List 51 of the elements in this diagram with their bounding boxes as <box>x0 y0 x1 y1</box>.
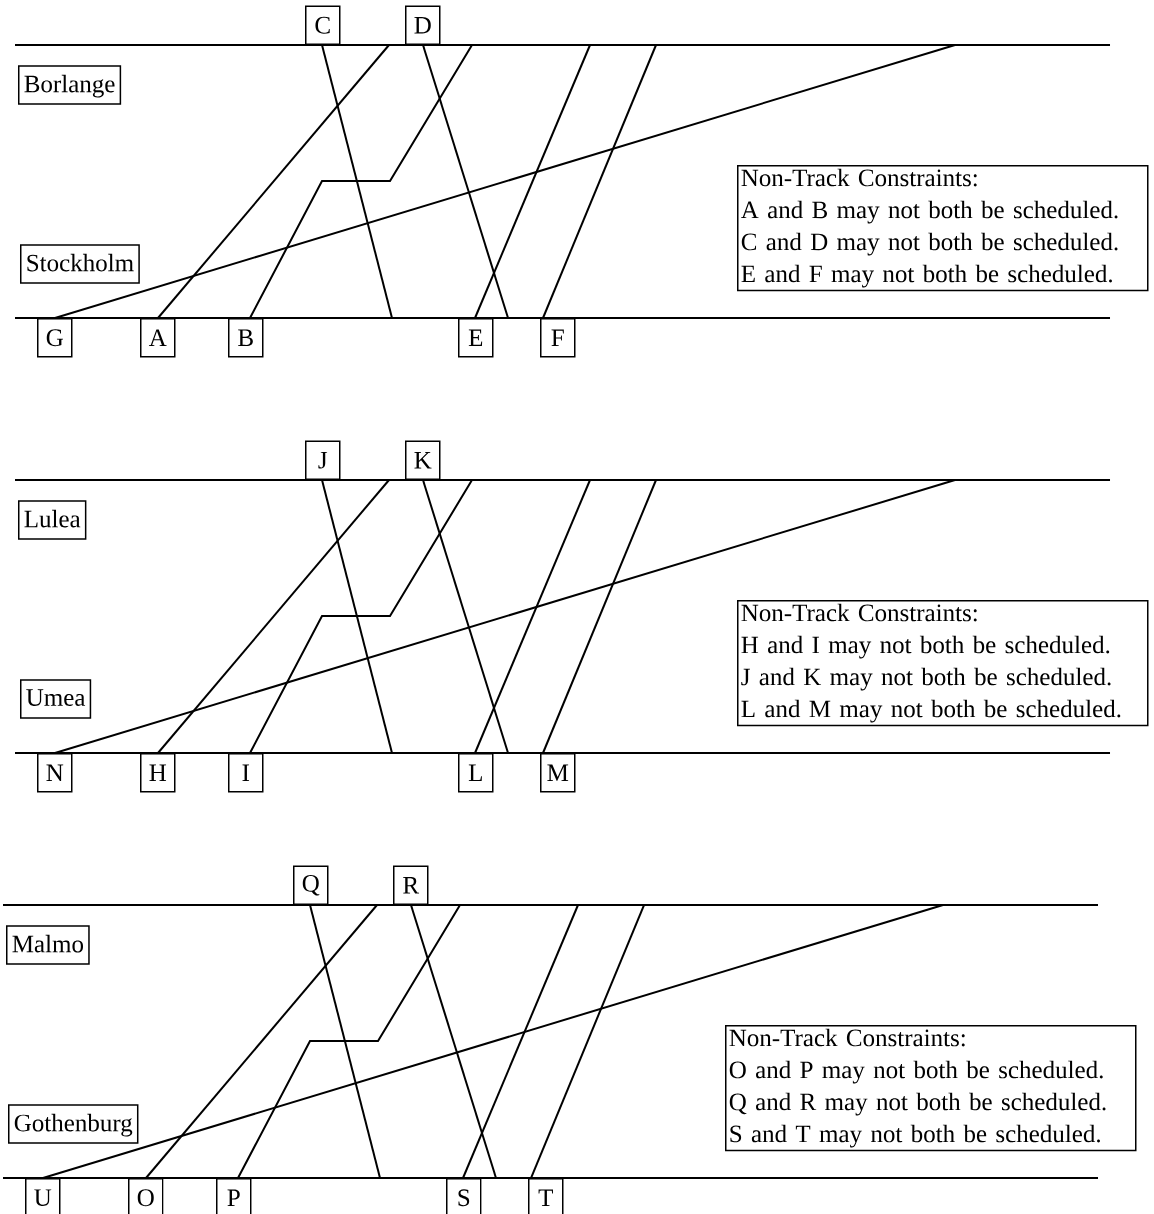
letter-box: P <box>216 1178 252 1214</box>
station-label: Stockholm <box>20 244 140 284</box>
letter-box: D <box>405 5 441 45</box>
letter-box: U <box>25 1178 61 1214</box>
train-line <box>474 44 591 319</box>
letter-box: S <box>446 1178 482 1214</box>
station-label: Umea <box>20 679 92 719</box>
constraints-box: Non-Track Constraints: H and I may not both be scheduled. J and K may not both be scheduled. L and M may not both be scheduled. <box>737 600 1149 727</box>
letter-box: A <box>140 318 176 358</box>
letter-box: F <box>540 318 576 358</box>
letter-box: I <box>228 753 264 793</box>
letter-box: H <box>140 753 176 793</box>
station-label: Malmo <box>6 925 90 965</box>
train-line <box>157 479 390 754</box>
train-line <box>309 904 381 1179</box>
train-line <box>249 44 473 319</box>
train-line <box>422 479 509 754</box>
letter-box: Q <box>293 865 329 905</box>
train-line <box>321 44 393 319</box>
train-line <box>321 479 393 754</box>
letter-box: B <box>228 318 264 358</box>
train-line <box>410 904 497 1179</box>
train-line <box>54 44 956 319</box>
letter-box: J <box>305 440 341 480</box>
letter-box: O <box>128 1178 164 1214</box>
letter-box: E <box>458 318 494 358</box>
station-label: Lulea <box>18 500 87 540</box>
train-line <box>474 479 591 754</box>
train-line <box>542 44 657 319</box>
constraints-box: Non-Track Constraints: O and P may not both be scheduled. Q and R may not both be scheduled. S and T may not both be scheduled. <box>725 1025 1137 1152</box>
train-line <box>530 904 645 1179</box>
letter-box: N <box>37 753 73 793</box>
letter-box: C <box>305 5 341 45</box>
train-line <box>422 44 509 319</box>
train-line <box>542 479 657 754</box>
train-line <box>157 44 390 319</box>
letter-box: L <box>458 753 494 793</box>
station-label: Borlange <box>18 65 122 105</box>
letter-box: G <box>37 318 73 358</box>
letter-box: M <box>540 753 576 793</box>
train-line <box>237 904 461 1179</box>
train-line <box>54 479 956 754</box>
letter-box: R <box>393 865 429 905</box>
station-label: Gothenburg <box>8 1104 139 1144</box>
train-line <box>42 904 944 1179</box>
constraints-box: Non-Track Constraints: A and B may not both be scheduled. C and D may not both be scheduled. E and F may not both be scheduled. <box>737 165 1149 292</box>
letter-box: T <box>528 1178 564 1214</box>
train-line <box>462 904 579 1179</box>
train-line <box>145 904 378 1179</box>
letter-box: K <box>405 440 441 480</box>
train-line <box>249 479 473 754</box>
